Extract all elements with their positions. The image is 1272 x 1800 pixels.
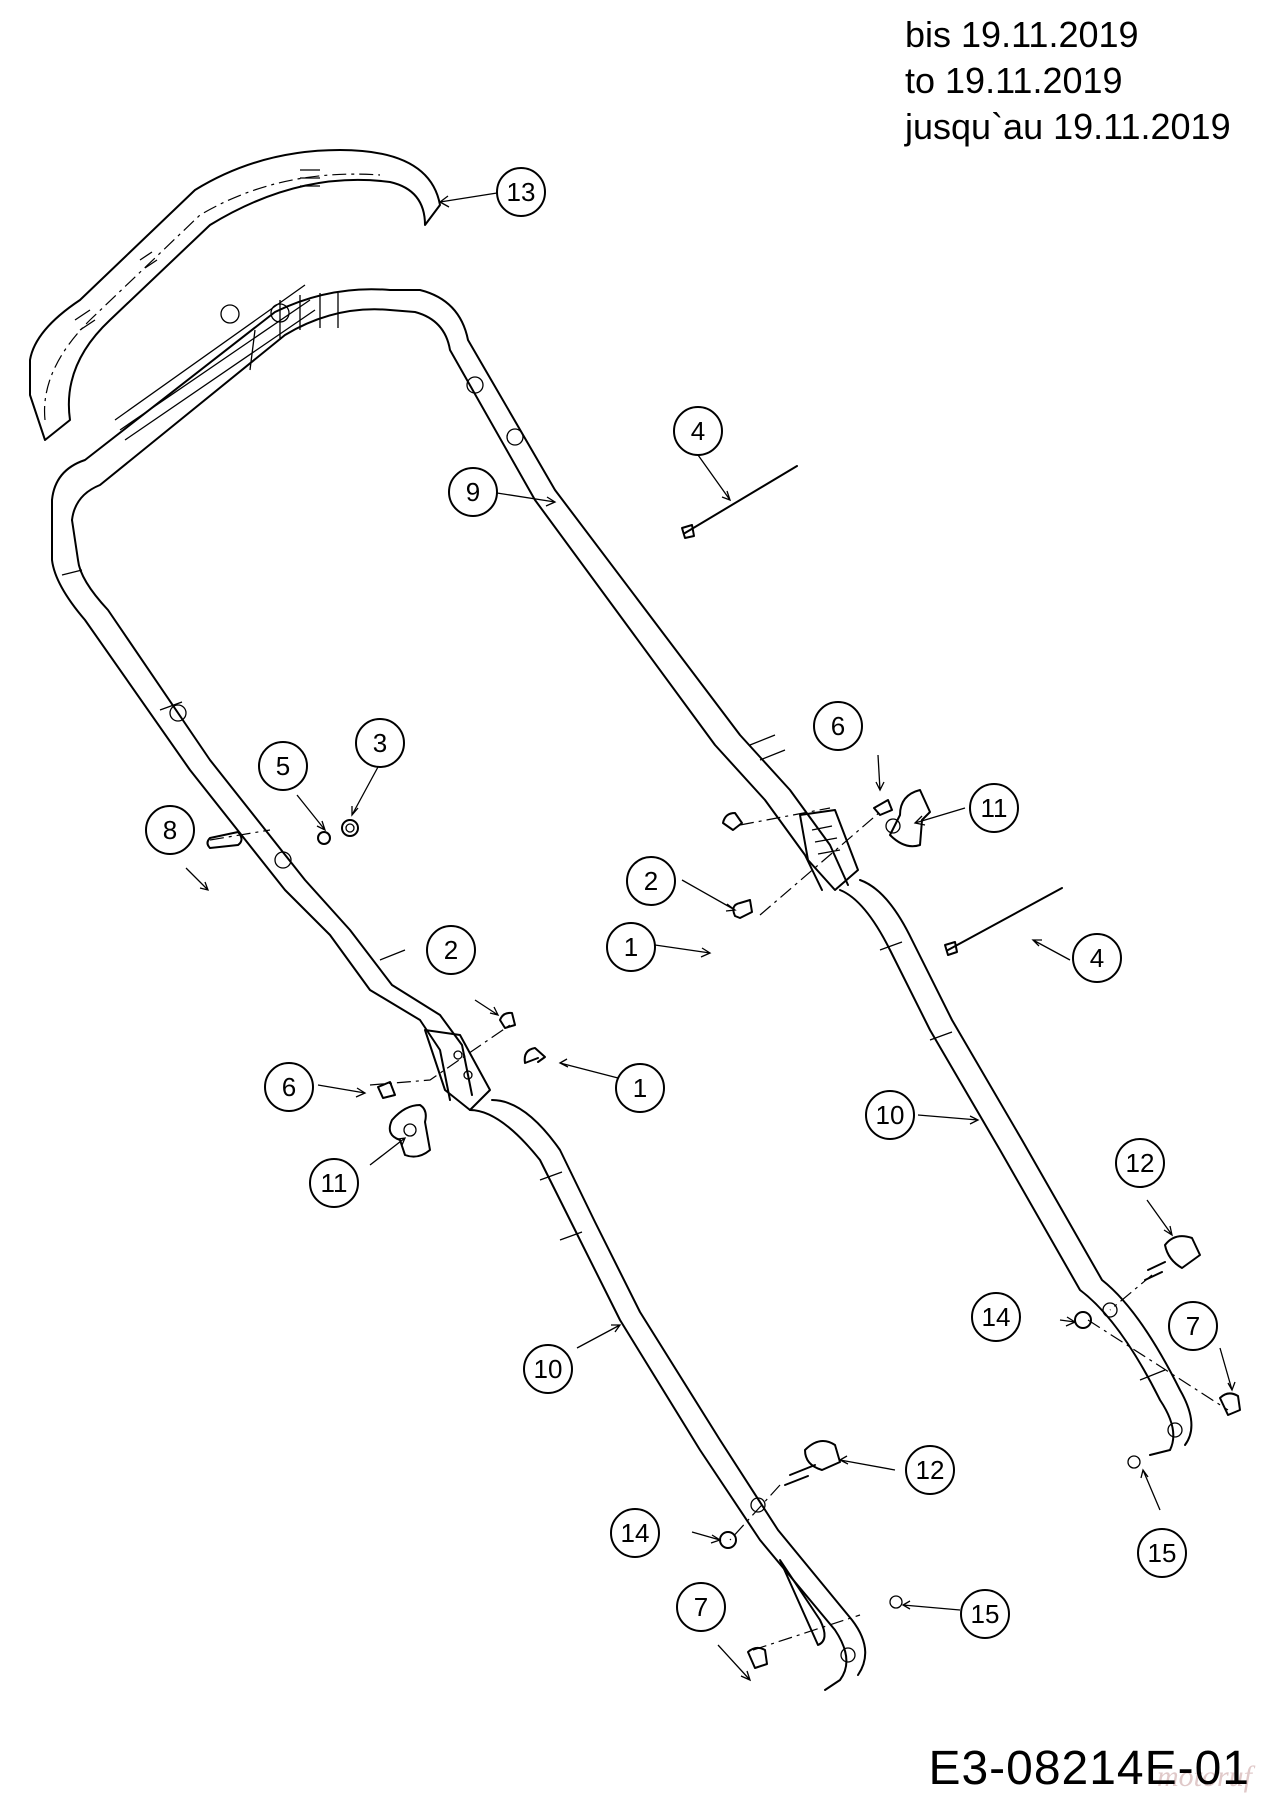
callout-14-left: 14: [610, 1508, 660, 1558]
date-line-de: bis 19.11.2019: [905, 14, 1139, 55]
callout-1-right: 1: [606, 922, 656, 972]
callout-1-right-label: 1: [624, 932, 638, 962]
callout-4-upper-label: 4: [691, 416, 705, 446]
cable-tie-lower: [944, 887, 1063, 956]
callout-4-lower: 4: [1072, 933, 1122, 983]
callout-2-left-label: 2: [444, 935, 458, 965]
cable-tie-upper: [681, 465, 798, 539]
callout-6-right: 6: [813, 701, 863, 751]
callout-2-right: 2: [626, 856, 676, 906]
callout-9-label: 9: [466, 477, 480, 507]
left-clamp-plate: [424, 1029, 491, 1111]
callout-8: 8: [145, 805, 195, 855]
callout-7-left-label: 7: [694, 1592, 708, 1622]
callout-11-left-label: 11: [321, 1168, 348, 1198]
leader-lines: [185, 192, 1236, 1682]
lower-handle-bar-right: [839, 879, 1193, 1456]
callout-15-left: 15: [960, 1589, 1010, 1639]
callout-3: 3: [355, 718, 405, 768]
lower-handle-bar-left: [469, 1099, 867, 1691]
handlebar-grip-cover: [29, 149, 441, 441]
callout-13: 13: [496, 167, 546, 217]
callout-1-left: 1: [615, 1063, 665, 1113]
callout-14-right-label: 14: [982, 1302, 1011, 1332]
callout-5-label: 5: [276, 751, 290, 781]
callout-11-left: 11: [309, 1158, 359, 1208]
callout-6-left-label: 6: [282, 1072, 296, 1102]
hardware-parts: [206, 789, 1241, 1669]
callout-10-left: 10: [523, 1344, 573, 1394]
callout-7-left: 7: [676, 1582, 726, 1632]
callout-13-label: 13: [507, 177, 536, 207]
date-line-fr: jusqu`au 19.11.2019: [905, 106, 1231, 147]
callout-12-right: 12: [1115, 1138, 1165, 1188]
callout-6-left: 6: [264, 1062, 314, 1112]
callout-14-left-label: 14: [621, 1518, 650, 1548]
upper-handle-bar: [51, 284, 849, 1101]
callout-12-left: 12: [905, 1445, 955, 1495]
drawing-code: E3-08214E-01: [928, 1742, 1250, 1795]
callout-15-right: 15: [1137, 1528, 1187, 1578]
callout-10-left-label: 10: [534, 1354, 563, 1384]
validity-date-block: bis 19.11.2019 to 19.11.2019 jusqu`au 19…: [905, 12, 1231, 150]
callout-4-lower-label: 4: [1090, 943, 1104, 973]
callout-2-left: 2: [426, 925, 476, 975]
callout-4-upper: 4: [673, 406, 723, 456]
callout-6-right-label: 6: [831, 711, 845, 741]
callout-7-right-label: 7: [1186, 1311, 1200, 1341]
callout-12-right-label: 12: [1126, 1148, 1155, 1178]
callout-12-left-label: 12: [916, 1455, 945, 1485]
date-line-en: to 19.11.2019: [905, 60, 1123, 101]
callout-2-right-label: 2: [644, 866, 658, 896]
watermark: motoruf: [1156, 1760, 1252, 1793]
callout-15-left-label: 15: [971, 1599, 1000, 1629]
right-clamp-plate: [799, 809, 859, 891]
callout-7-right: 7: [1168, 1301, 1218, 1351]
callout-1-left-label: 1: [633, 1073, 647, 1103]
callout-10-right: 10: [865, 1090, 915, 1140]
callout-9: 9: [448, 467, 498, 517]
callout-8-label: 8: [163, 815, 177, 845]
callout-11-right: 11: [969, 783, 1019, 833]
callout-14-right: 14: [971, 1292, 1021, 1342]
callout-5: 5: [258, 741, 308, 791]
callout-3-label: 3: [373, 728, 387, 758]
callout-15-right-label: 15: [1148, 1538, 1177, 1568]
assembly-axis-lines: [209, 807, 1229, 1651]
callout-10-right-label: 10: [876, 1100, 905, 1130]
callout-11-right-label: 11: [981, 793, 1008, 823]
